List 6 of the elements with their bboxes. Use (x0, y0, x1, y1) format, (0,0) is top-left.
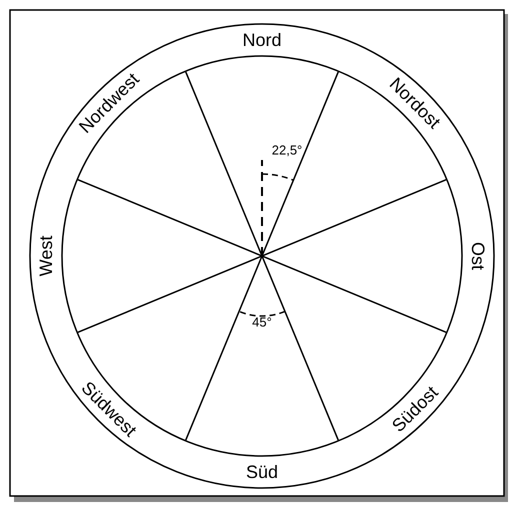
angle-label: 22,5° (272, 144, 302, 156)
direction-label: West (37, 236, 55, 276)
direction-label: Nord (242, 31, 282, 49)
direction-label: Ost (469, 242, 487, 270)
direction-label: Süd (246, 463, 278, 481)
angle-label: 45° (252, 316, 272, 328)
